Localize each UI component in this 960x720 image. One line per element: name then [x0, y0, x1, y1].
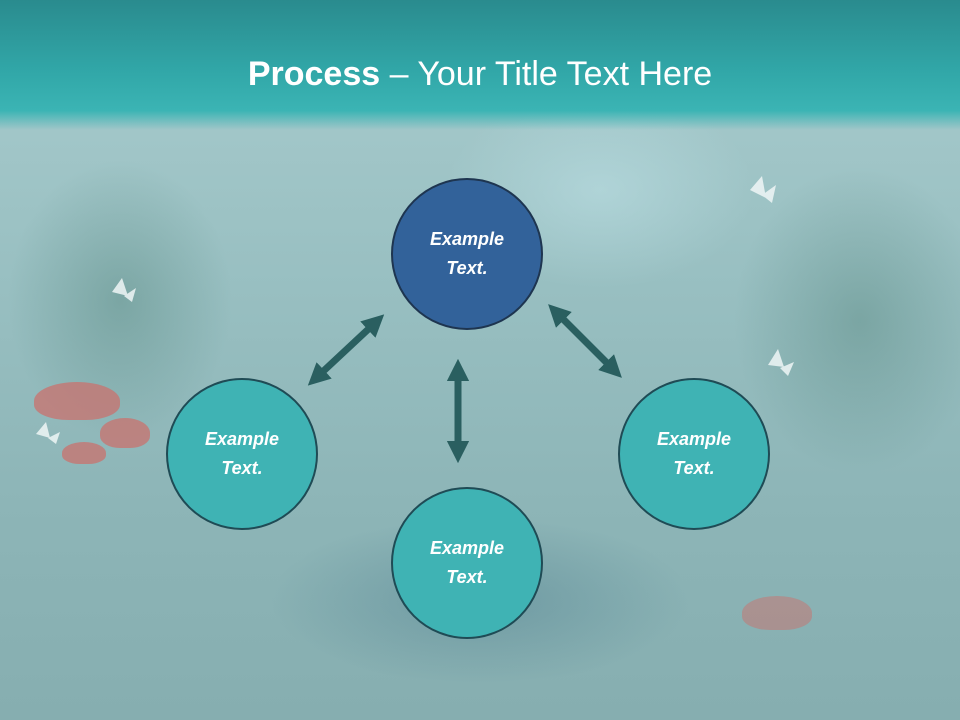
- butterfly-icon: [112, 278, 136, 302]
- node-right-line1: Example: [656, 429, 732, 449]
- node-top-line1: Example: [429, 229, 505, 249]
- arrow-top-right: [548, 304, 622, 378]
- mushroom-left-2: [100, 418, 150, 448]
- butterfly-icon: [768, 349, 794, 376]
- node-right-line2: Text.: [673, 458, 715, 478]
- node-top: Example Text.: [391, 178, 543, 330]
- arrow-top-left: [307, 314, 385, 386]
- slide-title: Process – Your Title Text Here: [0, 52, 960, 96]
- node-left-line2: Text.: [221, 458, 263, 478]
- node-bottom-line2: Text.: [446, 567, 488, 587]
- title-rest: – Your Title Text Here: [380, 55, 713, 93]
- node-bottom: Example Text.: [391, 487, 543, 639]
- mushroom-right: [742, 596, 812, 630]
- title-bold: Process: [247, 55, 381, 93]
- title-bar: [0, 0, 960, 130]
- mushroom-left-1: [34, 382, 120, 420]
- node-right: Example Text.: [618, 378, 770, 530]
- node-top-line2: Text.: [446, 258, 488, 278]
- node-bottom-line1: Example: [429, 538, 505, 558]
- node-left: Example Text.: [166, 378, 318, 530]
- butterfly-icon: [36, 422, 60, 444]
- mushroom-left-3: [62, 442, 106, 464]
- butterfly-icon: [750, 176, 776, 203]
- node-left-line1: Example: [204, 429, 280, 449]
